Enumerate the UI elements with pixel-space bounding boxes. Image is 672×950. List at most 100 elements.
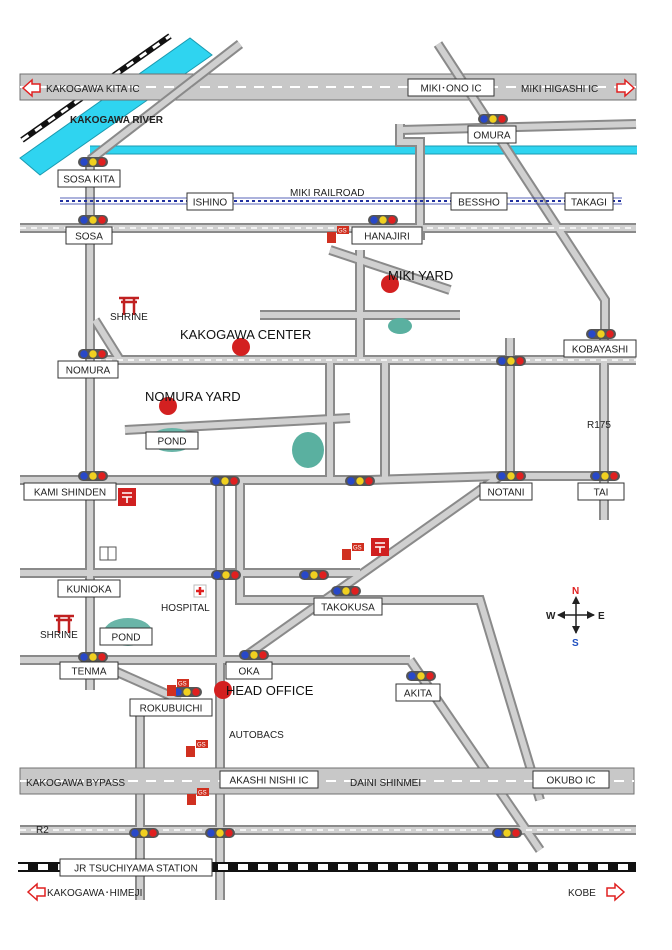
library-icon	[99, 546, 117, 561]
kakogawa-bypass-label: KAKOGAWA BYPASS	[26, 778, 125, 789]
gas-station-icons: GS GS GS GS GS	[167, 226, 364, 805]
omura-box: OMURA	[467, 125, 517, 144]
kunioka-box: KUNIOKA	[57, 579, 121, 598]
traffic-signal-icon	[78, 349, 108, 359]
traffic-signal-icon	[129, 828, 159, 838]
compass-s: S	[572, 638, 579, 649]
sosa-box-text: SOSA	[75, 232, 103, 243]
hanajiri-box: HANAJIRI	[351, 226, 423, 245]
shrine-icon-south	[54, 614, 74, 633]
kakogawa-river-label: KAKOGAWA RIVER	[70, 115, 164, 126]
road-network	[19, 40, 637, 900]
traffic-signal-icon	[586, 329, 616, 339]
traffic-signal-icon	[78, 157, 108, 167]
miki-railroad-label: MIKI RAILROAD	[290, 188, 364, 199]
left-arrow-icon	[21, 78, 41, 98]
kakogawa-kita-ic-label: KAKOGAWA KITA IC	[46, 84, 140, 95]
location-names: MIKI YARD KAKOGAWA CENTER NOMURA YARD HE…	[145, 268, 453, 698]
hospital-label: HOSPITAL	[161, 603, 210, 614]
jr-tsuchiyama-station-box-text: JR TSUCHIYAMA STATION	[74, 864, 198, 875]
traffic-signal-icon	[331, 586, 361, 596]
miki-ono-ic-box-text: MIKI･ONO IC	[420, 84, 481, 95]
sosa-kita-box-text: SOSA KITA	[63, 175, 115, 186]
head-office-label: HEAD OFFICE	[226, 683, 314, 698]
intersection-labels: MIKI･ONO IC OMURA SOSA KITA ISHINO BESSHO TAK…	[23, 78, 637, 877]
traffic-signal-icon	[345, 476, 375, 486]
akita-box-text: AKITA	[404, 689, 432, 700]
traffic-signals	[78, 114, 620, 838]
shrine-label: SHRINE	[110, 312, 148, 323]
nomura-yard-label: NOMURA YARD	[145, 389, 241, 404]
pond-box-south: POND	[99, 627, 153, 646]
traffic-signal-icon	[172, 687, 202, 697]
traffic-signal-icon	[478, 114, 508, 124]
jr-tsuchiyama-station-box: JR TSUCHIYAMA STATION	[59, 858, 213, 877]
traffic-signal-icon	[78, 471, 108, 481]
kakogawa-river	[19, 37, 637, 176]
r175-label: R175	[587, 420, 611, 431]
direction-arrows	[21, 78, 636, 902]
rokubuichi-box-text: ROKUBUICHI	[140, 704, 203, 715]
akashi-nishi-ic-box: AKASHI NISHI IC	[219, 770, 319, 789]
oka-box: OKA	[225, 661, 273, 680]
omura-box-text: OMURA	[473, 131, 511, 142]
tai-box: TAI	[577, 482, 625, 501]
takokusa-box: TAKOKUSA	[313, 597, 383, 616]
kunioka-box-text: KUNIOKA	[66, 585, 111, 596]
gas-station-text: GS	[178, 682, 187, 688]
compass: N S W E	[546, 586, 605, 649]
traffic-signal-icon	[239, 650, 269, 660]
okubo-ic-box-text: OKUBO IC	[547, 776, 596, 787]
traffic-signal-icon	[299, 570, 329, 580]
sosa-box: SOSA	[65, 226, 113, 245]
gas-station-text: GS	[198, 791, 207, 797]
plain-labels: KAKOGAWA KITA IC MIKI HIGASHI IC KAKOGAW…	[26, 84, 611, 899]
traffic-signal-icon	[78, 652, 108, 662]
gas-station-icon: GS	[187, 788, 209, 805]
sosa-kita-box: SOSA KITA	[57, 169, 121, 188]
head-office-marker	[214, 681, 232, 699]
compass-e: E	[598, 611, 605, 622]
shrine-label-south: SHRINE	[40, 630, 78, 641]
kami-shinden-box-text: KAMI SHINDEN	[34, 488, 106, 499]
takagi-station-box-text: TAKAGI	[571, 198, 607, 209]
bessho-station-box: BESSHO	[450, 192, 508, 211]
ishino-station-box-text: ISHINO	[193, 198, 228, 209]
traffic-signal-icon	[496, 471, 526, 481]
gas-station-text: GS	[353, 546, 362, 552]
tenma-box: TENMA	[59, 661, 119, 680]
tai-box-text: TAI	[594, 488, 609, 499]
kakogawa-himeji-label: KAKOGAWA･HIMEJI	[47, 888, 142, 899]
takagi-station-box: TAKAGI	[564, 192, 614, 211]
bessho-station-box-text: BESSHO	[458, 198, 500, 209]
okubo-ic-box: OKUBO IC	[532, 770, 610, 789]
post-office-icon	[118, 488, 136, 506]
nomura-yard-marker	[159, 397, 177, 415]
right-arrow-icon	[616, 78, 636, 98]
kakogawa-center-marker	[232, 338, 250, 356]
right-arrow-icon	[606, 882, 626, 902]
nomura-box-text: NOMURA	[66, 366, 111, 377]
gas-station-icon: GS	[186, 740, 208, 757]
hanajiri-box-text: HANAJIRI	[364, 232, 410, 243]
daini-shinmei-label: DAINI SHINMEI	[350, 778, 421, 789]
kobe-label: KOBE	[568, 888, 596, 899]
kobayashi-box-text: KOBAYASHI	[572, 345, 628, 356]
miki-yard-marker	[381, 275, 399, 293]
nomura-box: NOMURA	[57, 360, 119, 379]
pond-box-south-text: POND	[112, 633, 141, 644]
autobacs-label: AUTOBACS	[229, 730, 284, 741]
gas-station-text: GS	[338, 229, 347, 235]
kami-shinden-box: KAMI SHINDEN	[23, 482, 117, 501]
notani-box-text: NOTANI	[487, 488, 524, 499]
traffic-signal-icon	[368, 215, 398, 225]
gas-station-icon: GS	[327, 226, 349, 243]
traffic-signal-icon	[496, 356, 526, 366]
shrine-icon	[119, 296, 139, 315]
traffic-signal-icon	[211, 570, 241, 580]
pond-box-text: POND	[158, 437, 187, 448]
traffic-signal-icon	[78, 215, 108, 225]
location-markers	[159, 275, 399, 699]
traffic-signal-icon	[210, 476, 240, 486]
